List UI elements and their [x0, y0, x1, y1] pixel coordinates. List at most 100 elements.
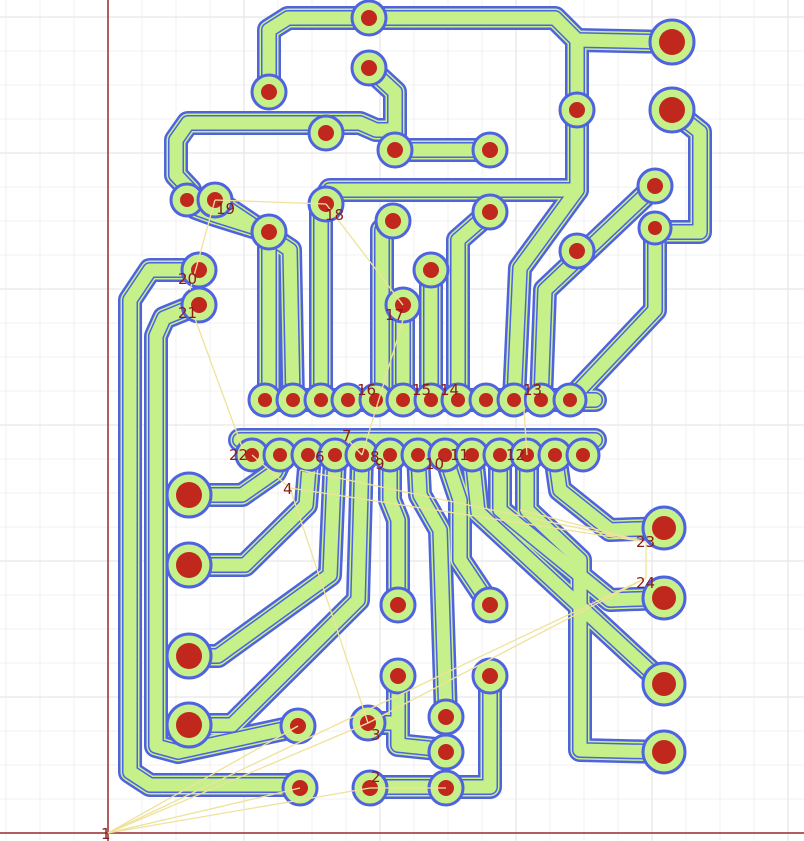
pad[interactable]	[569, 102, 585, 118]
pad[interactable]	[563, 393, 577, 407]
ratsnest-line	[107, 787, 301, 834]
ratsnest-line	[107, 725, 299, 834]
pad[interactable]	[652, 672, 676, 696]
pad-label-18: 18	[325, 206, 344, 224]
pad-label-9: 9	[375, 455, 385, 473]
pad-label-7: 7	[342, 427, 352, 445]
pad-label-4: 4	[283, 480, 293, 498]
pad-label-3: 3	[371, 726, 381, 744]
pad[interactable]	[341, 393, 355, 407]
pad-label-21: 21	[178, 304, 197, 322]
ratsnest-line	[107, 722, 369, 834]
ratsnest-line	[289, 487, 369, 724]
ratsnest	[107, 199, 647, 834]
pad-label-1: 1	[101, 825, 111, 841]
pad-label-22: 22	[229, 446, 248, 464]
pad[interactable]	[648, 221, 662, 235]
pad[interactable]	[652, 516, 676, 540]
pad[interactable]	[314, 393, 328, 407]
pad[interactable]	[438, 448, 452, 462]
pad[interactable]	[652, 586, 676, 610]
ratsnest-line	[325, 203, 404, 306]
ratsnest-line	[367, 577, 647, 724]
pad-label-8: 8	[370, 448, 380, 466]
pad[interactable]	[652, 740, 676, 764]
pad[interactable]	[647, 178, 663, 194]
pad[interactable]	[576, 448, 590, 462]
pad[interactable]	[176, 552, 202, 578]
pad[interactable]	[438, 709, 454, 725]
pad[interactable]	[273, 448, 287, 462]
pad[interactable]	[465, 448, 479, 462]
pad[interactable]	[390, 597, 406, 613]
pad[interactable]	[423, 262, 439, 278]
pad[interactable]	[482, 597, 498, 613]
pad[interactable]	[387, 142, 403, 158]
ratsnest-line	[189, 199, 216, 291]
pad-label-17: 17	[385, 306, 404, 324]
ratsnest-line	[289, 487, 647, 543]
pad[interactable]	[479, 393, 493, 407]
pad[interactable]	[390, 668, 406, 684]
pad-labels: 1 2 3 4 6 7 8 9 10 11 12 13 14 15 16 17 …	[101, 200, 655, 841]
pad[interactable]	[286, 393, 300, 407]
pad-label-11: 11	[450, 446, 469, 464]
pad[interactable]	[261, 84, 277, 100]
pad[interactable]	[176, 712, 202, 738]
pad[interactable]	[361, 60, 377, 76]
pad[interactable]	[318, 125, 334, 141]
pad[interactable]	[451, 393, 465, 407]
pad[interactable]	[176, 643, 202, 669]
copper-layer[interactable]	[118, 0, 712, 807]
pad[interactable]	[411, 448, 425, 462]
pad-label-24: 24	[636, 574, 655, 592]
pad-label-2: 2	[371, 768, 381, 786]
pad[interactable]	[396, 393, 410, 407]
pad[interactable]	[383, 448, 397, 462]
pad-label-20: 20	[178, 270, 197, 288]
pad[interactable]	[176, 482, 202, 508]
pad[interactable]	[424, 393, 438, 407]
pad[interactable]	[261, 224, 277, 240]
pad[interactable]	[569, 243, 585, 259]
ratsnest-line	[299, 469, 647, 543]
pad-label-13: 13	[523, 381, 542, 399]
ratsnest-line	[519, 509, 647, 543]
pad[interactable]	[507, 393, 521, 407]
ratsnest-line	[361, 319, 404, 456]
pads	[176, 10, 685, 796]
pad-label-16: 16	[357, 381, 376, 399]
ratsnest-line	[107, 787, 371, 834]
pad-label-14: 14	[440, 381, 459, 399]
ratsnest-line	[214, 199, 327, 205]
pad[interactable]	[482, 142, 498, 158]
ratsnest-line	[522, 394, 528, 456]
pad[interactable]	[191, 297, 207, 313]
pad-label-19: 19	[216, 200, 235, 218]
pad[interactable]	[438, 744, 454, 760]
pad[interactable]	[548, 448, 562, 462]
pad-label-12: 12	[506, 446, 525, 464]
pad-label-10: 10	[425, 455, 444, 473]
pad[interactable]	[534, 393, 548, 407]
pad[interactable]	[482, 668, 498, 684]
ratsnest-line	[251, 454, 291, 489]
pad[interactable]	[659, 97, 685, 123]
pad-label-23: 23	[636, 533, 655, 551]
pad[interactable]	[385, 213, 401, 229]
pad[interactable]	[361, 10, 377, 26]
pad[interactable]	[493, 448, 507, 462]
pad[interactable]	[659, 29, 685, 55]
pad[interactable]	[482, 204, 498, 220]
ratsnest-line	[189, 304, 246, 456]
pad[interactable]	[258, 393, 272, 407]
pad[interactable]	[328, 448, 342, 462]
ratsnest-line	[107, 577, 647, 834]
pad-label-6: 6	[315, 448, 325, 466]
pad-label-15: 15	[412, 381, 431, 399]
pad[interactable]	[180, 193, 194, 207]
pad[interactable]	[301, 448, 315, 462]
ratsnest-line	[347, 439, 363, 456]
